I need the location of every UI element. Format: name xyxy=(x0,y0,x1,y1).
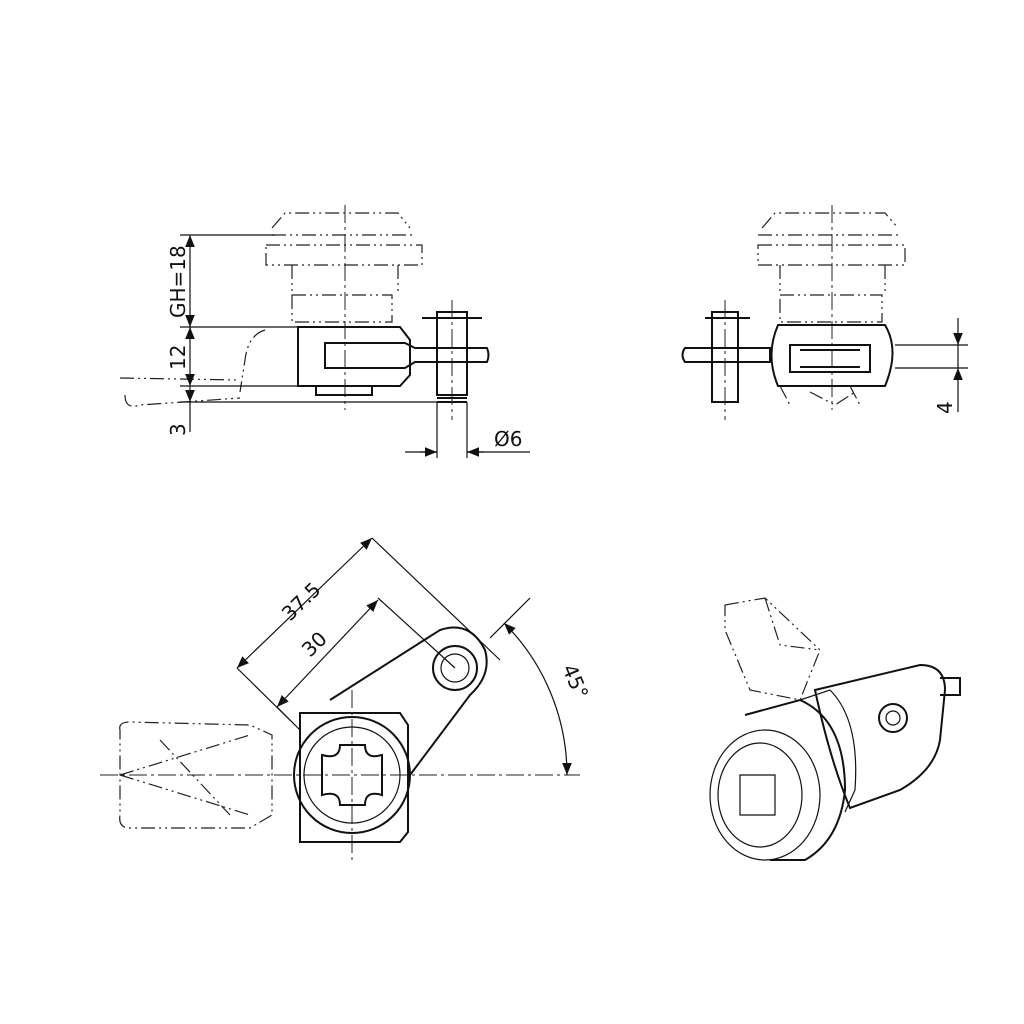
plan-view: 37.5 30 45° xyxy=(100,537,593,860)
side-view-right: 4 xyxy=(681,205,968,420)
dim-gh-label: GH=18 xyxy=(166,245,190,318)
dim-12-label: 12 xyxy=(166,345,190,370)
dim-4-label: 4 xyxy=(933,401,957,414)
dim-diameter-label: Ø6 xyxy=(494,427,522,451)
dim-37-5-label: 37.5 xyxy=(277,577,326,625)
dim-30-label: 30 xyxy=(297,627,332,662)
dim-3-label: 3 xyxy=(166,423,190,436)
isometric-view xyxy=(709,597,961,861)
dim-angle-label: 45° xyxy=(557,661,593,703)
side-view-left: GH=18 12 3 Ø6 xyxy=(119,205,530,458)
